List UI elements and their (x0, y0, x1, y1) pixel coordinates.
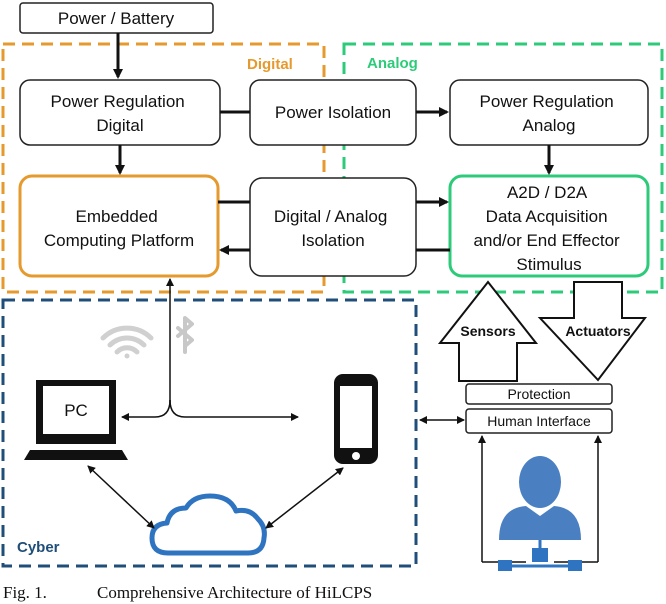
wifi-icon (100, 325, 154, 359)
phone-icon (334, 374, 378, 464)
cyber-region-label: Cyber (17, 539, 60, 556)
connector-curve-left (121, 399, 171, 421)
power-regulation-digital-box (19, 79, 221, 146)
digital-region-label: Digital (247, 56, 293, 73)
power-regulation-digital-label: Power Regulation Digital (51, 92, 190, 135)
cloud-icon (149, 493, 267, 556)
connector-curve-right (169, 399, 299, 421)
power-regulation-analog-box (449, 79, 649, 146)
sensors-label: Sensors (460, 323, 515, 339)
digital-analog-isolation-box (249, 177, 417, 277)
cyber-region (1, 298, 418, 568)
power-regulation-analog-label: Power Regulation Analog (480, 92, 619, 135)
network-icon (498, 540, 582, 571)
pc-icon (24, 380, 128, 460)
human-interface-box (465, 408, 613, 434)
digital-region (1, 42, 326, 294)
actuators-label: Actuators (565, 323, 631, 339)
protection-box (465, 383, 613, 405)
person-icon (499, 456, 581, 540)
bluetooth-icon (176, 316, 194, 354)
embedded-platform-box (18, 174, 220, 278)
analog-region-label: Analog (367, 55, 418, 72)
digital-analog-isolation-label: Digital / Analog Isolation (274, 207, 392, 250)
pc-label: PC (64, 401, 88, 420)
analog-region (342, 42, 664, 294)
power-battery-label: Power / Battery (58, 9, 175, 28)
sensors-arrow (437, 280, 539, 382)
embedded-platform-label: Embedded Computing Platform (44, 207, 194, 250)
human-interface-label: Human Interface (487, 413, 591, 429)
power-isolation-label: Power Isolation (275, 103, 391, 122)
a2d-d2a-box (448, 174, 650, 278)
actuators-arrow (537, 281, 648, 382)
caption-label: Fig. 1. (3, 583, 47, 602)
arrow-pc-cloud (87, 465, 155, 529)
caption-text: Comprehensive Architecture of HiLCPS (97, 583, 372, 602)
protection-label: Protection (507, 386, 570, 402)
a2d-d2a-label: A2D / D2A Data Acquisition and/or End Ef… (474, 183, 625, 274)
arrow-phone-cloud (265, 467, 344, 529)
